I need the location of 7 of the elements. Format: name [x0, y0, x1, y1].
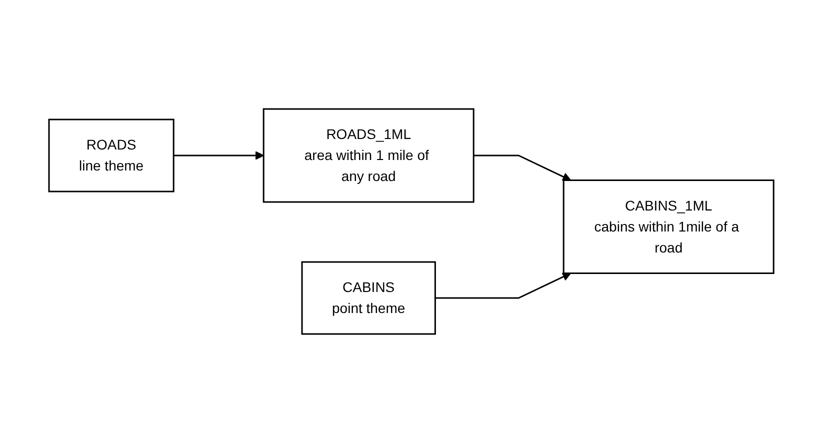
arrow: [173, 150, 264, 160]
arrow: [473, 154, 571, 180]
node-box: CABINS point theme: [300, 260, 436, 334]
node-box: ROADS line theme: [48, 118, 174, 192]
node-box: ROADS_1ML area within 1 mile of any road: [262, 108, 474, 202]
arrow: [434, 272, 571, 298]
node-box: CABINS_1ML cabins within 1mile of a road: [562, 179, 774, 274]
